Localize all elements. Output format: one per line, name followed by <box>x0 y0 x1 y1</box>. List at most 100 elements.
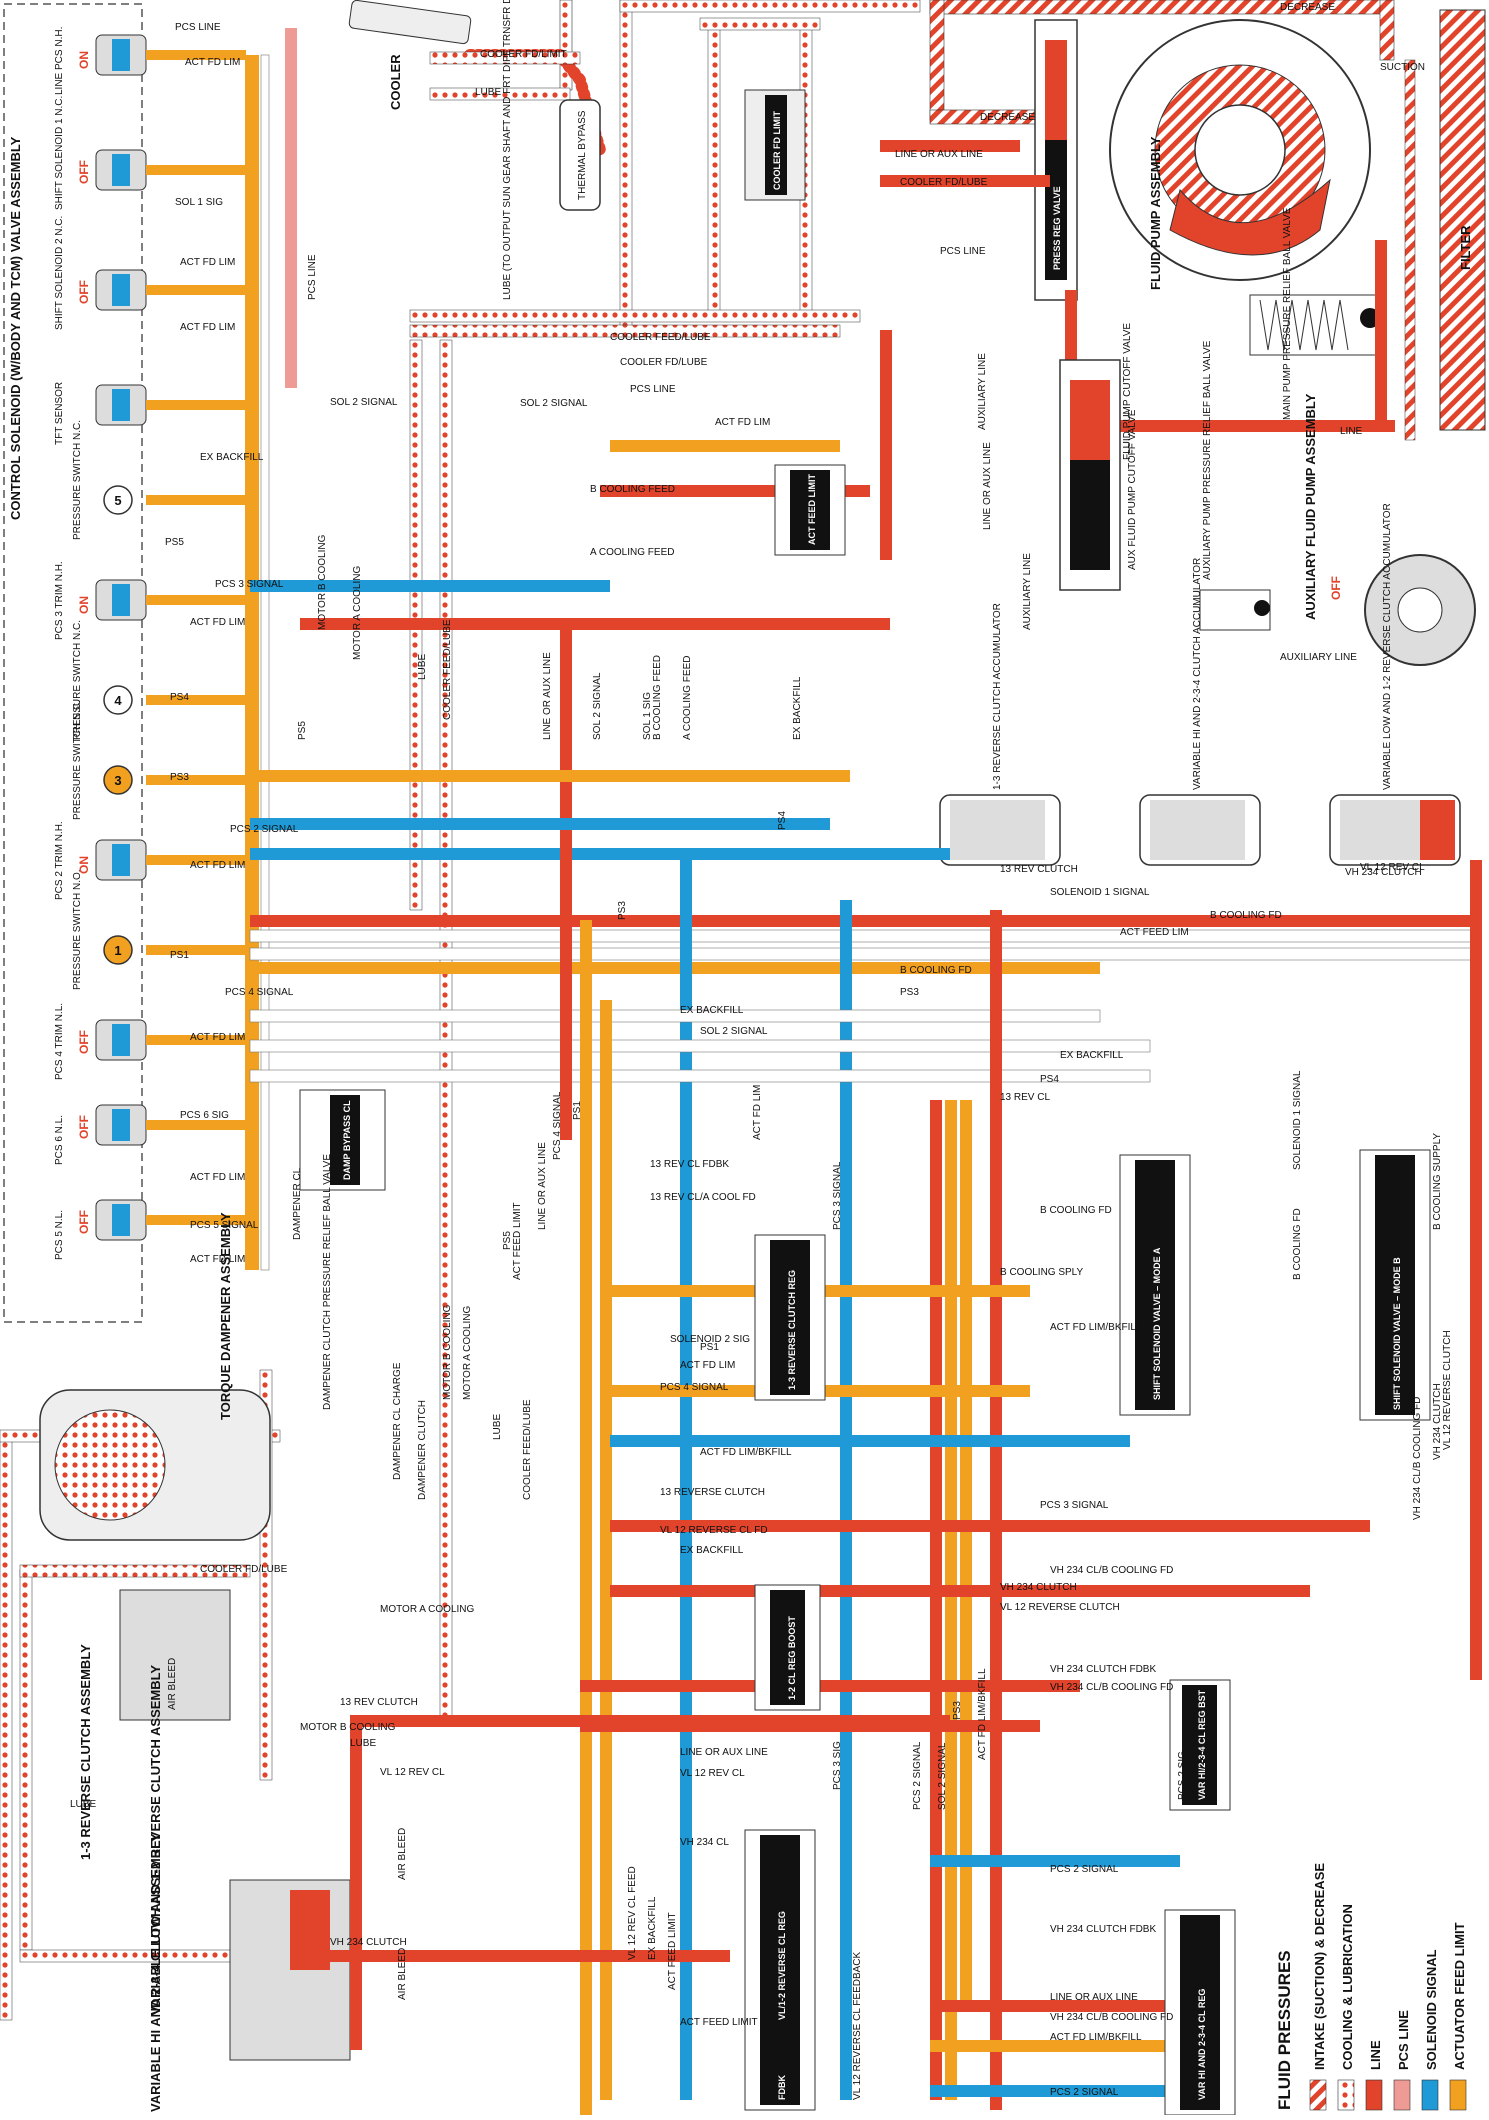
passage-label: VH 234 CL/B COOLING FD <box>1050 2012 1173 2023</box>
act-feed-limit-label: ACT FEED LIMIT <box>807 474 817 545</box>
fluid-pump-cutoff-label: FLUID PUMP CUTOFF VALVE <box>1122 323 1133 460</box>
solenoid-state: OFF <box>77 160 91 184</box>
aux-pump-title: AUXILIARY FLUID PUMP ASSEMBLY <box>1303 393 1318 620</box>
passage-label: VL 12 REVERSE CL FD <box>660 1525 768 1536</box>
passage-label: EX BACKFILL <box>680 1005 744 1016</box>
passage-label: VH 234 CL/B COOLING FD <box>1050 1565 1173 1576</box>
passage-label: 13 REV CL FDBK <box>650 1159 729 1170</box>
passage-label: 13 REV CLUTCH <box>1000 864 1078 875</box>
acc-varlow-title: VARIABLE LOW AND 1-2 REVERSE CLUTCH ACCU… <box>1382 503 1393 790</box>
passage-label: SOL 2 SIGNAL <box>520 398 588 409</box>
fluid-pump-title: FLUID PUMP ASSEMBLY <box>1148 136 1163 290</box>
rev13-clutch-icon <box>119 1589 231 1721</box>
passage-label: AUXILIARY LINE <box>1022 553 1033 630</box>
cooler-icon <box>348 0 472 45</box>
press-reg-label: PRESS REG VALVE <box>1052 186 1062 270</box>
air-bleed-1: AIR BLEED <box>167 1658 178 1710</box>
legend-label: INTAKE (SUCTION) & DECREASE <box>1312 1863 1327 2070</box>
passage-label: EX BACKFILL <box>647 1896 658 1960</box>
cooler-fd-limit-label: COOLER FD LIMIT <box>772 111 782 190</box>
clutch-assemblies <box>0 1369 950 2061</box>
passage-label: PCS 4 SIGNAL <box>660 1382 729 1393</box>
legend-item: SOLENOID SIGNAL <box>1421 1949 1439 2111</box>
passage-label: SOL 2 SIGNAL <box>592 672 603 740</box>
passage-label: SOL 2 SIGNAL <box>330 397 398 408</box>
solenoid-name: PRESSURE SWITCH N.C. <box>72 420 83 540</box>
legend-label: PCS LINE <box>1396 2010 1411 2070</box>
passage-label: PS1 <box>700 1342 719 1353</box>
shift-a-label: SHIFT SOLENOID VALVE – MODE A <box>1152 1247 1162 1400</box>
passage-label: ACT FD LIM/BKFILL <box>700 1447 792 1458</box>
passage-label: ACT FD LIM <box>715 417 770 428</box>
passage-label: SUCTION <box>1380 62 1425 73</box>
passage-label: ACT FD LIM <box>180 257 235 268</box>
legend-item: PCS LINE <box>1393 2010 1411 2111</box>
passage-label: B COOLING FD <box>1210 910 1282 921</box>
solenoid-name: SHIFT SOLENOID 2 N.C. <box>54 216 65 330</box>
passage-label: MOTOR A COOLING <box>462 1306 473 1400</box>
passage-label: PCS 2 SIGNAL <box>912 1741 923 1810</box>
passage-label: COOLER FEED/LUBE <box>442 619 453 720</box>
passage-label: ACT FD LIM <box>190 1172 245 1183</box>
passage-label: B COOLING SPLY <box>1000 1267 1084 1278</box>
air-bleed-2: AIR BLEED <box>397 1828 408 1880</box>
passage-label: PS3 <box>952 1701 963 1720</box>
pressure-switch-number: 5 <box>114 493 121 508</box>
solenoid-name: PRESSURE SWITCH N.C. <box>72 700 83 820</box>
torque-dampener-title: TORQUE DAMPENER ASSEMBLY <box>218 1212 233 1420</box>
passage-label: PS3 <box>170 772 189 783</box>
passage-label: VH 234 CLUTCH FDBK <box>1050 1664 1156 1675</box>
passage-label: LINE OR AUX LINE <box>537 1142 548 1230</box>
passage-label: PCS 4 SIGNAL <box>225 987 294 998</box>
main-relief-title: MAIN PUMP PRESSURE RELIEF BALL VALVE <box>1282 207 1293 420</box>
passage-label: VH 234 CLUTCH <box>1432 1383 1443 1460</box>
passage-label: DAMPENER CL <box>292 1167 303 1240</box>
passage-label: LINE OR AUX LINE <box>1050 1992 1138 2003</box>
passage-label: PCS 4 SIGNAL <box>552 1091 563 1160</box>
passage-label: LUBE <box>70 1799 96 1810</box>
passage-label: PS5 <box>502 1231 513 1250</box>
passage-label: VL 12 REV CL <box>1360 862 1425 873</box>
passage-label: B COOLING FD <box>1292 1208 1303 1280</box>
acc-varhi-title: VARIABLE HI AND 2-3-4 CLUTCH ACCUMULATOR <box>1192 558 1203 790</box>
passage-label: ACT FEED LIMIT <box>667 1912 678 1990</box>
lube-note: LUBE (TO OUTPUT SUN GEAR SHAFT AND FRT D… <box>502 0 513 300</box>
solenoid-name: SHIFT SOLENOID 1 N.C. <box>54 96 65 210</box>
passage-label: VL 12 REV CL FEED <box>627 1866 638 1960</box>
passage-label: B COOLING FD <box>900 965 972 976</box>
passage-label: PS5 <box>297 721 308 740</box>
solenoid-state: OFF <box>77 1030 91 1054</box>
thermal-bypass-valve <box>559 99 601 211</box>
passage-label: PCS 2 SIGNAL <box>1050 1864 1119 1875</box>
passage-label: PCS LINE <box>307 254 318 300</box>
varhi-boost-label: VAR HI/2-3-4 CL REG BST <box>1197 1689 1207 1800</box>
legend-title: FLUID PRESSURES <box>1275 1950 1294 2110</box>
varhi-reg-label: VAR HI AND 2-3-4 CL REG <box>1197 1989 1207 2100</box>
passage-label: SOL 1 SIG <box>642 692 653 740</box>
passage-label: VH 234 CL/B COOLING FD <box>1050 1682 1173 1693</box>
legend-label: ACTUATOR FEED LIMIT <box>1452 1922 1467 2070</box>
pressure-switch-icon <box>103 485 133 515</box>
passage-label: 13 REV CL <box>1000 1092 1050 1103</box>
solenoid-name: PCS 2 TRIM N.H. <box>54 821 65 900</box>
solenoid-state: ON <box>77 856 91 874</box>
valve-bodies <box>299 464 1431 2116</box>
passage-label: AUXILIARY LINE <box>977 353 988 430</box>
passage-label: COOLER FEED/LUBE <box>610 332 711 343</box>
passage-label: MOTOR B COOLING <box>300 1722 396 1733</box>
varlow-reg-label: VL/1-2 REVERSE CL REG <box>777 1911 787 2020</box>
passage-label: LUBE <box>417 654 428 680</box>
filter-title: FILTER <box>1458 225 1473 270</box>
passage-label: ACT FD LIM <box>180 322 235 333</box>
aux-pump-state: OFF <box>1329 576 1343 600</box>
passage-label: AUXILIARY LINE <box>1280 652 1357 663</box>
solenoid-row: ON PCS 2 TRIM N.H. <box>54 821 246 900</box>
passage-label: VH 234 CL <box>680 1837 729 1848</box>
legend-swatch <box>1365 2079 1383 2111</box>
